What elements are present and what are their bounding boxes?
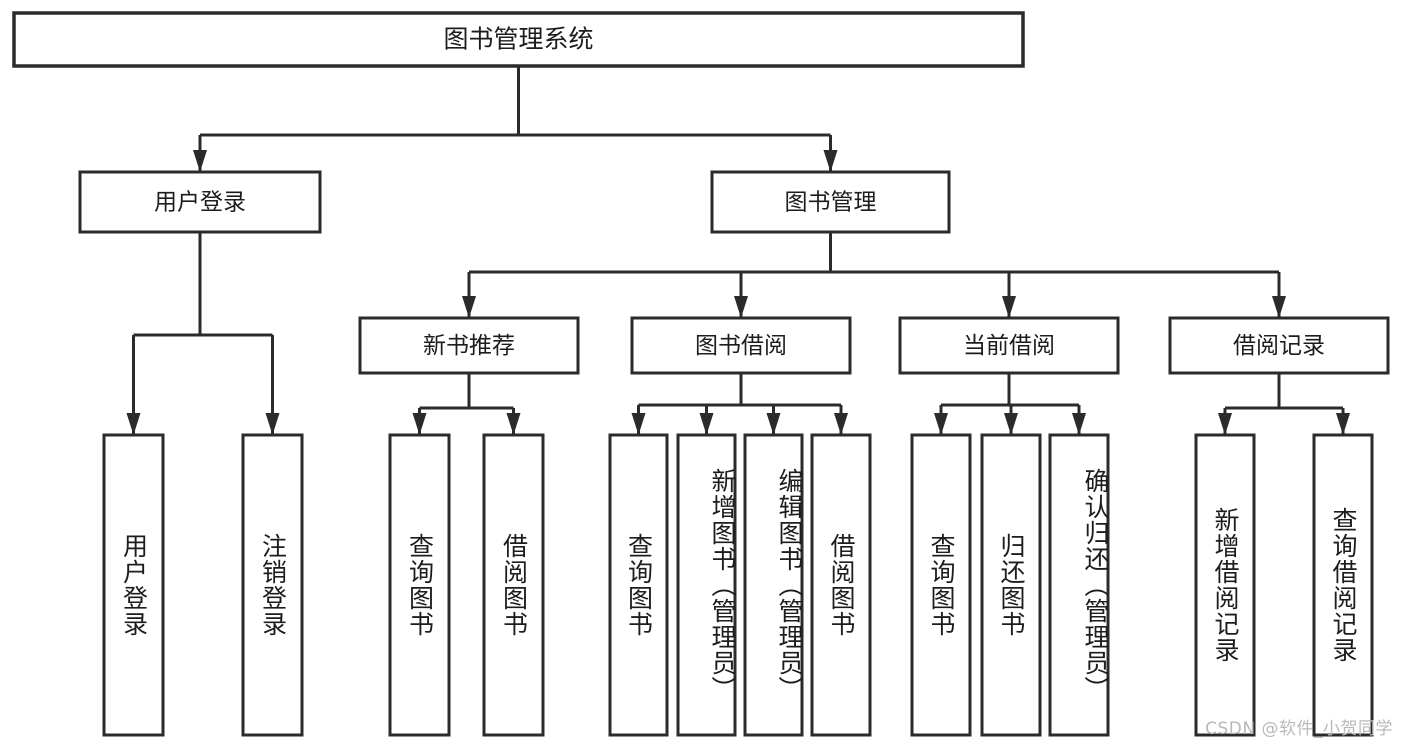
arrow-head-icon: [265, 413, 280, 435]
node-label-level3-2: 当前借阅: [963, 333, 1055, 359]
node-label-level3-0: 新书推荐: [423, 333, 515, 359]
node-label-level3-1: 图书借阅: [695, 333, 787, 359]
arrow-head-icon: [699, 413, 714, 435]
node-box-level3-2[interactable]: [898, 316, 1120, 375]
node-box-level3-3[interactable]: [1168, 316, 1390, 375]
connector-layer: [126, 66, 1350, 435]
arrow-head-icon: [193, 150, 207, 172]
node-box-leaf-1[interactable]: [241, 433, 304, 737]
node-box-root[interactable]: [12, 11, 1025, 68]
arrow-head-icon: [1218, 413, 1232, 435]
arrow-head-icon: [462, 296, 476, 318]
arrow-head-icon: [1004, 413, 1018, 435]
arrow-head-icon: [834, 413, 848, 435]
node-box-leaf-11[interactable]: [1194, 433, 1256, 737]
node-box-leaf-8[interactable]: [910, 433, 972, 737]
arrow-head-icon: [506, 413, 521, 435]
arrow-head-icon: [734, 296, 748, 318]
node-label-root: 图书管理系统: [443, 25, 593, 54]
node-box-layer: [12, 11, 1390, 737]
arrow-head-icon: [631, 413, 646, 435]
node-box-leaf-5[interactable]: [676, 433, 737, 737]
arrow-head-icon: [126, 413, 141, 435]
node-box-leaf-3[interactable]: [482, 433, 545, 737]
node-box-leaf-9[interactable]: [980, 433, 1042, 737]
node-box-leaf-2[interactable]: [388, 433, 451, 737]
node-label-level3-3: 借阅记录: [1233, 333, 1325, 359]
node-box-leaf-7[interactable]: [810, 433, 872, 737]
node-label-level2-0: 用户登录: [154, 190, 246, 216]
node-label-level2-1: 图书管理: [785, 190, 877, 216]
arrow-head-icon: [1272, 296, 1286, 318]
watermark-text: CSDN @软件_小贺同学: [1205, 719, 1393, 739]
node-box-leaf-10[interactable]: [1048, 433, 1110, 737]
node-box-leaf-4[interactable]: [608, 433, 669, 737]
node-box-level2-0[interactable]: [78, 170, 322, 234]
arrow-head-icon: [1336, 413, 1350, 435]
node-box-level3-1[interactable]: [630, 316, 852, 375]
arrow-head-icon: [1072, 413, 1086, 435]
arrow-head-icon: [412, 413, 427, 435]
arrow-head-icon: [823, 150, 838, 172]
node-box-leaf-6[interactable]: [743, 433, 804, 737]
arrow-head-icon: [934, 413, 948, 435]
node-box-leaf-12[interactable]: [1312, 433, 1374, 737]
arrow-head-icon: [1002, 296, 1016, 318]
node-box-leaf-0[interactable]: [102, 433, 165, 737]
arrow-head-icon: [766, 413, 781, 435]
node-box-level2-1[interactable]: [710, 170, 951, 234]
node-box-level3-0[interactable]: [358, 316, 580, 375]
